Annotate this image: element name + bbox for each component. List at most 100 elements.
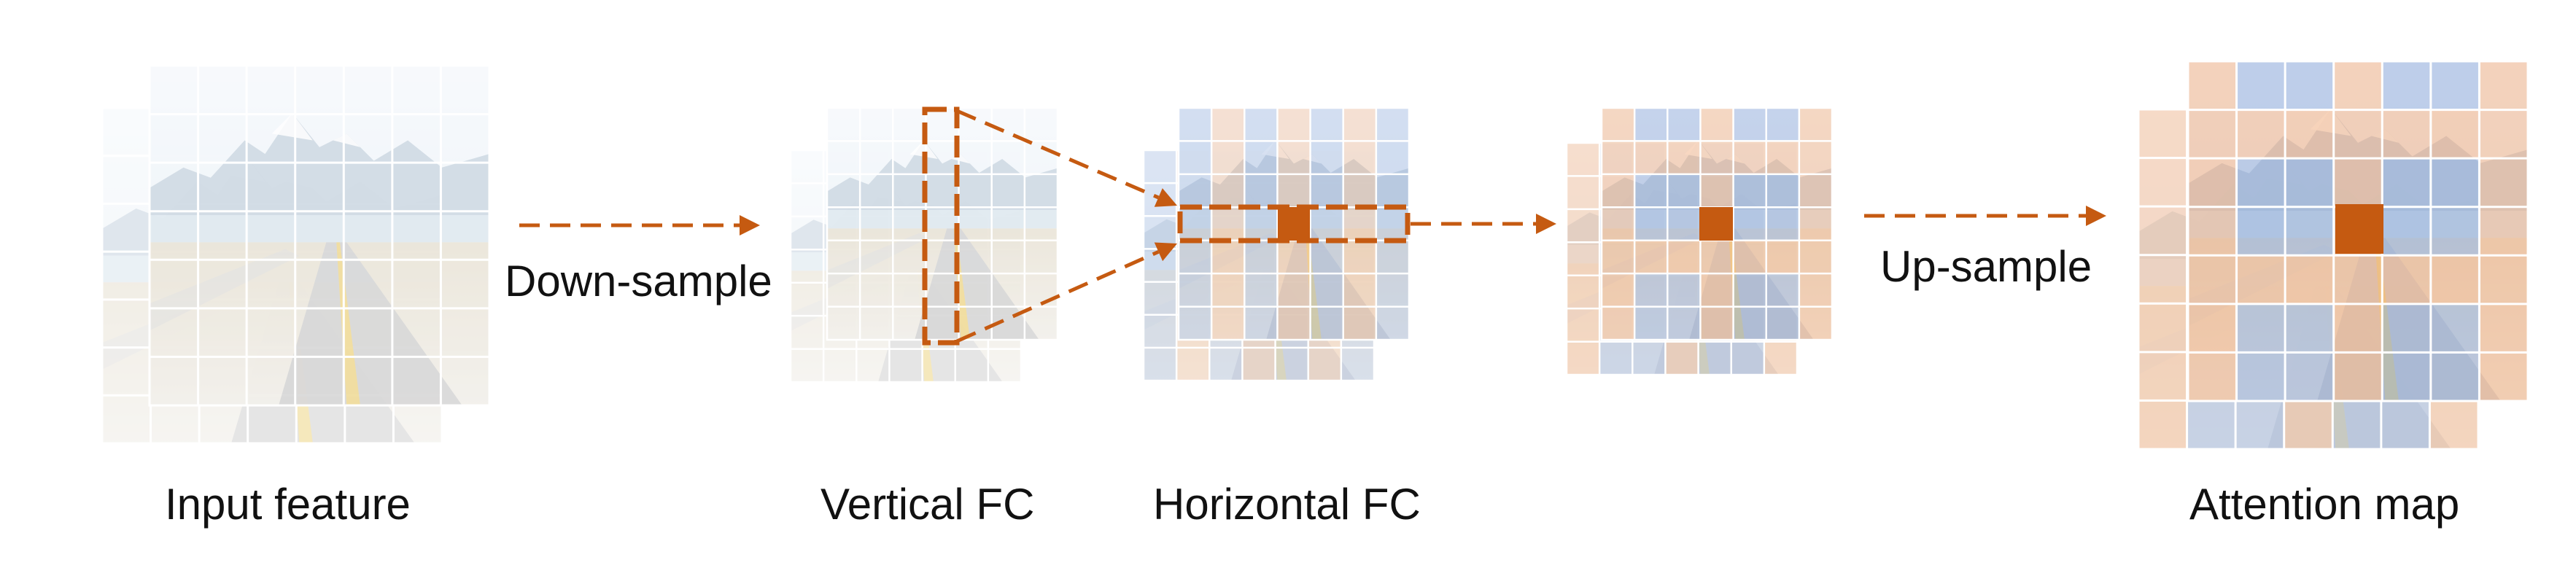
attention-cell (1733, 306, 1766, 340)
wash (150, 66, 489, 405)
attention-cell (2430, 109, 2480, 159)
attention-cell (1602, 108, 1635, 141)
attention-cell (1176, 347, 1210, 381)
attention-cell (1343, 174, 1376, 208)
attention-cell (1634, 141, 1668, 174)
attention-cell (2236, 109, 2286, 159)
attention-cell (1310, 174, 1343, 208)
input-feature-label: Input feature (165, 480, 411, 529)
arrow-head (1154, 242, 1177, 262)
attention-cell (2333, 109, 2383, 159)
attention-cell (2333, 352, 2383, 401)
attention-cell (1799, 306, 1832, 340)
attention-cell (1277, 240, 1311, 274)
attention-cell (1634, 174, 1668, 208)
attention-cell (1211, 174, 1245, 208)
attention-cell (1634, 273, 1668, 307)
attention-cell (2479, 303, 2528, 353)
attention-cell (2430, 352, 2480, 401)
attention-cell (1567, 209, 1600, 243)
attention-cell (1310, 108, 1343, 141)
attention-cell (2479, 206, 2528, 256)
attention-cell (1766, 108, 1799, 141)
attention-cell (1766, 240, 1799, 274)
attention-cell (1209, 347, 1243, 381)
grid-lines (148, 64, 491, 407)
attention-cell (2285, 255, 2334, 304)
attention-cell (1244, 273, 1278, 307)
attention-cell (2235, 400, 2284, 449)
attention-cell (1602, 141, 1635, 174)
attention-cell (1310, 306, 1343, 340)
attention-cell (1667, 207, 1701, 241)
attention-cell (2479, 61, 2528, 110)
attention-cell (1634, 306, 1668, 340)
attention-cell (2285, 352, 2334, 401)
attention-cell (1700, 240, 1734, 274)
up-sample-label: Up-sample (1880, 242, 2092, 291)
attention-cell (1799, 273, 1832, 307)
attention-cell (1211, 306, 1245, 340)
attention-cell (1376, 174, 1409, 208)
arrow-head (1536, 214, 1556, 234)
attention-cell (2381, 400, 2430, 449)
attention-cell (1376, 207, 1409, 241)
attention-cell (1602, 306, 1635, 340)
attention-cell (1244, 108, 1278, 141)
attention-cell (2479, 158, 2528, 207)
attention-cell (1567, 176, 1600, 209)
wash (827, 108, 1058, 340)
attention-cell (1341, 347, 1374, 381)
attention-cell (1667, 273, 1701, 307)
attention-cell (2285, 109, 2334, 159)
attention-cell (1733, 141, 1766, 174)
attention-cell (2138, 400, 2187, 449)
horizontal-fc-dashed-box (1177, 204, 1411, 244)
attention-map-highlight-cell (2335, 204, 2383, 254)
attention-cell (2285, 303, 2334, 353)
attention-cell (2479, 352, 2528, 401)
attention-cell (1700, 174, 1734, 208)
arrow-head (740, 215, 760, 236)
attention-cell (2332, 400, 2381, 449)
attention-cell (1733, 108, 1766, 141)
attention-cell (2188, 61, 2237, 110)
attention-cell (1343, 141, 1376, 174)
intermediate-highlight-cell (1699, 207, 1733, 241)
attention-cell (1275, 347, 1308, 381)
attention-cell (2138, 351, 2187, 401)
attention-cell (1700, 273, 1734, 307)
attention-cell (1343, 306, 1376, 340)
attention-cell (1567, 341, 1600, 375)
attention-cell (1244, 207, 1278, 241)
attention-cell (2188, 158, 2237, 207)
attention-cell (1766, 174, 1799, 208)
attention-cell (1179, 108, 1212, 141)
attention-cell (1179, 273, 1212, 307)
attention-cell (1667, 108, 1701, 141)
attention-cell (2138, 206, 2187, 255)
attention-cell (1764, 341, 1797, 375)
attention-cell (2382, 158, 2431, 207)
attention-cell (1211, 273, 1245, 307)
attention-cell (2236, 352, 2286, 401)
horizontal-to-mixed-arrow (1411, 214, 1556, 234)
fan-arrow-bottom (955, 242, 1177, 343)
attention-cell (2333, 255, 2383, 304)
attention-cell (1632, 341, 1666, 375)
attention-cell (1211, 240, 1245, 274)
attention-cell (1144, 347, 1177, 381)
attention-cell (1698, 341, 1731, 375)
attention-cell (2236, 255, 2286, 304)
attention-cell (2430, 61, 2480, 110)
attention-cell (1733, 273, 1766, 307)
attention-cell (1799, 207, 1832, 241)
attention-cell (1244, 174, 1278, 208)
attention-cell (1733, 240, 1766, 274)
arrow-shaft (956, 109, 1160, 200)
attention-cell (1766, 306, 1799, 340)
attention-cell (1733, 174, 1766, 208)
arrow-head (2086, 206, 2106, 226)
attention-cell (1244, 240, 1278, 274)
attention-cell (2430, 158, 2480, 207)
